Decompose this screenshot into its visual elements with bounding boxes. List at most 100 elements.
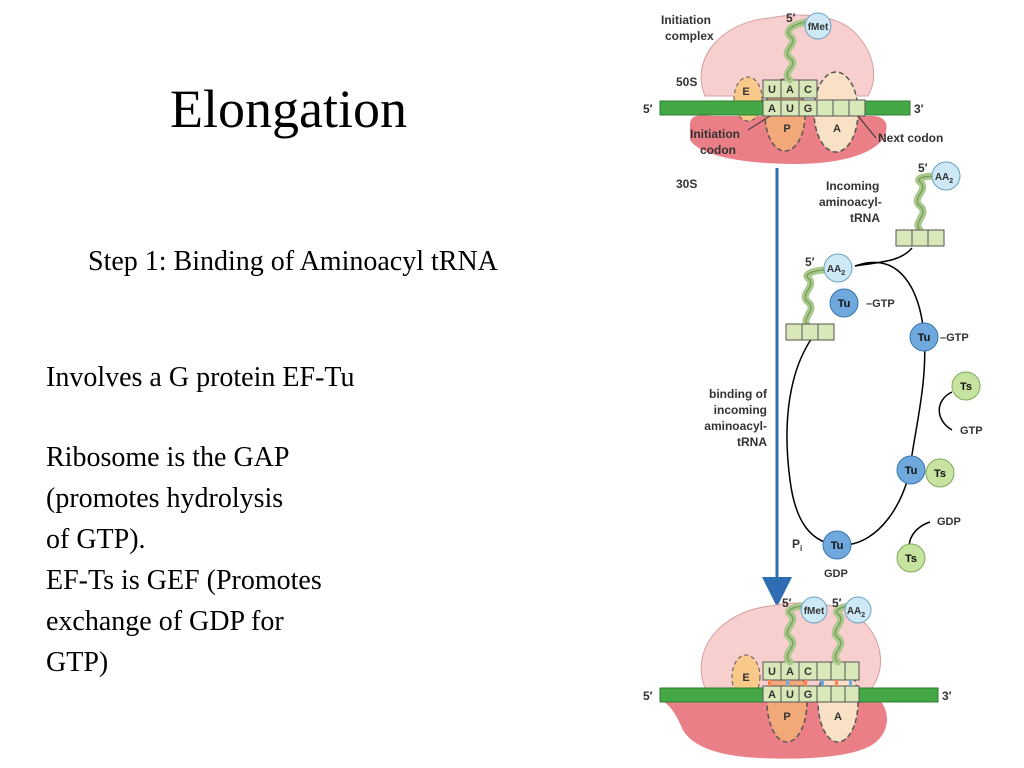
bottom-a-anticodon-box-1 [816, 661, 832, 681]
cycle-complex-tu-label: Tu [838, 298, 851, 310]
cycle-aa2-circle [823, 253, 853, 283]
gtp-entry-label: GTP [960, 425, 983, 437]
bottom-a-codon-box-1 [816, 685, 832, 703]
bottom-codon-g: G [804, 689, 813, 701]
top-three-prime: 3′ [914, 102, 924, 116]
ts-released-circle [896, 543, 926, 573]
tu-gdp-gdp-label: GDP [824, 568, 848, 580]
top-initiation-complex: Initiation complex 50S 30S 5′ 3′ 5′ fMet… [643, 11, 943, 191]
top-site-a-label: A [833, 123, 841, 135]
top-site-p-label: P [783, 123, 790, 135]
incoming-connector [854, 247, 913, 267]
top-anticodon-a: A [786, 84, 794, 96]
body-line-gtp-end: GTP) [46, 647, 109, 678]
tu-gtp-circle [909, 322, 939, 352]
incoming-five-prime: 5′ [918, 161, 928, 175]
bottom-p-five-prime: 5′ [782, 596, 792, 610]
bottom-a-five-prime: 5′ [832, 596, 842, 610]
body-line-hydrolysis: (promotes hydrolysis [46, 483, 284, 514]
bottom-a-trna-outline [834, 605, 853, 663]
tu-gdp-tu-label: Tu [831, 540, 844, 552]
cycle-aa2-label: AA2 [827, 264, 845, 277]
incoming-trna-stem [913, 172, 940, 234]
incoming-anticodon-box-3 [927, 229, 945, 247]
bottom-anticodon-u: U [768, 666, 776, 678]
top-fmet-label: fMet [808, 22, 829, 33]
top-next-codon-box-1 [816, 99, 834, 117]
top-trna-outline [786, 21, 807, 81]
bottom-codon-a: A [768, 689, 776, 701]
top-codon-a: A [768, 103, 776, 115]
incoming-label-line3: tRNA [850, 211, 880, 225]
large-subunit-label: 50S [676, 75, 697, 89]
slide-subtitle: Step 1: Binding of Aminoacyl tRNA [88, 246, 498, 277]
next-codon-label: Next codon [878, 131, 943, 145]
initiation-codon-label-line1: Initiation [690, 127, 740, 141]
binding-label-line1: binding of [709, 387, 768, 401]
cycle-loop [786, 261, 926, 546]
tu-gtp-tu-label: Tu [918, 332, 931, 344]
bottom-anticodon-a: A [786, 666, 794, 678]
initiation-codon-label-line2: codon [700, 143, 736, 157]
cycle-complex-tu-circle [829, 288, 859, 318]
incoming-label-line2: aminoacyl- [819, 195, 882, 209]
bottom-site-a-label: A [834, 711, 842, 723]
top-trna-five-prime: 5′ [786, 11, 796, 25]
initiation-complex-label-line2: complex [665, 29, 714, 43]
initiation-codon-pointer [747, 115, 771, 131]
body-line-ribosome-gap: Ribosome is the GAP [46, 442, 290, 473]
cycle-complex-gtp-label: –GTP [866, 298, 895, 310]
slide-title: Elongation [170, 79, 407, 139]
incoming-anticodon-box-2 [911, 229, 929, 247]
body-line-of-gtp: of GTP). [46, 524, 146, 555]
bottom-codon-u: U [786, 689, 794, 701]
bottom-three-prime: 3′ [942, 689, 952, 703]
top-next-codon-box-3 [848, 99, 866, 117]
tu-ts-ts-circle [925, 458, 955, 488]
next-codon-pointer [857, 115, 877, 139]
top-fmet-circle [804, 12, 832, 40]
gdp-exit-label: GDP [937, 516, 961, 528]
ts-free-circle [951, 371, 981, 401]
bottom-aa2-circle [844, 596, 872, 624]
incoming-aa2-circle [931, 161, 961, 191]
bottom-a-codon-box-2 [830, 685, 846, 703]
pi-label: Pi [792, 537, 802, 553]
gtp-entry-curve [938, 391, 953, 431]
cycle-complex-five-prime: 5′ [805, 255, 815, 269]
bottom-fmet-label: fMet [804, 606, 825, 617]
top-anticodon-c: C [804, 84, 812, 96]
top-anticodon-u: U [768, 84, 776, 96]
bottom-site-p-label: P [783, 711, 790, 723]
tu-ts-ts-label: Ts [934, 468, 946, 480]
top-anticodon-box-3 [798, 79, 818, 99]
bottom-elongation-complex: fMet 5′ AA2 5′ U A C A U G E P A 5′ 3′ [643, 596, 952, 759]
top-next-codon-box-2 [832, 99, 850, 117]
top-codon-u: U [786, 103, 794, 115]
small-subunit-label: 30S [676, 177, 697, 191]
incoming-trna-outline [916, 175, 937, 231]
bottom-a-anticodon-box-3 [844, 661, 860, 681]
bottom-a-codon-box-3 [844, 685, 860, 703]
cycle-trna-outline [804, 269, 827, 327]
initiation-complex-label-line1: Initiation [661, 13, 711, 27]
incoming-aminoacyl-trna: Incoming aminoacyl- tRNA 5′ AA2 [819, 161, 961, 247]
binding-label-line3: aminoacyl- [704, 419, 767, 433]
cycle-anticodon-box-2 [801, 323, 819, 341]
ts-free-label: Ts [960, 381, 972, 393]
binding-label-line2: incoming [714, 403, 767, 417]
bottom-anticodon-c: C [804, 666, 812, 678]
body-line-exchange: exchange of GDP for [46, 606, 284, 637]
top-site-e-label: E [742, 86, 749, 98]
top-five-prime: 5′ [643, 102, 653, 116]
bottom-aa2-label: AA2 [847, 606, 865, 619]
cycle-anticodon-box-1 [785, 323, 803, 341]
bottom-p-trna-outline [786, 605, 807, 663]
body-line-g-protein: Involves a G protein EF-Tu [46, 362, 355, 393]
binding-label-line4: tRNA [737, 435, 767, 449]
incoming-anticodon-box-1 [895, 229, 913, 247]
bottom-fmet-circle [800, 596, 828, 624]
cycle-anticodon-box-3 [817, 323, 835, 341]
incoming-label-line1: Incoming [826, 179, 879, 193]
